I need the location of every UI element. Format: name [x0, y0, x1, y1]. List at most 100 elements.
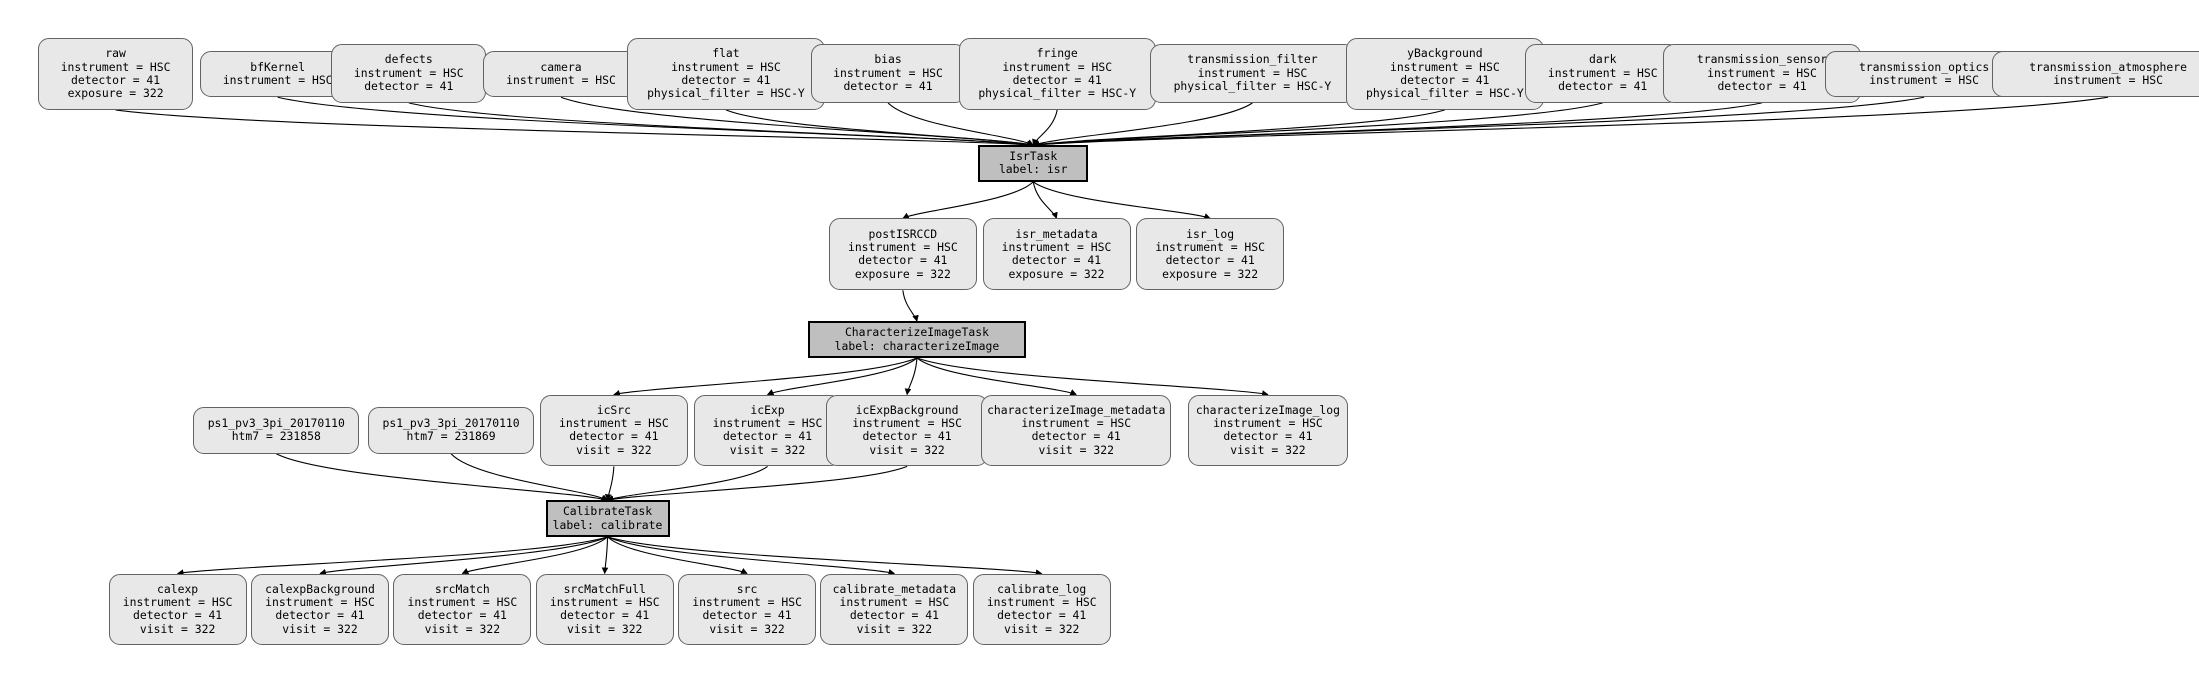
node-attribute: visit = 322 [856, 621, 933, 636]
node-title: CalibrateTask [562, 504, 653, 519]
node-title: ps1_pv3_3pi_20170110 [382, 416, 520, 431]
graph-edge-CharacterizeImageTask-to-icSrc [612, 358, 917, 398]
node-attribute: exposure = 322 [67, 86, 164, 101]
node-attribute: instrument = HSC [559, 416, 669, 431]
graph-edge-CharacterizeImageTask-to-icExpBackground [903, 358, 917, 396]
graph-edge-CalibrateTask-to-calexpBackground [319, 537, 608, 577]
node-attribute: detector = 41 [1558, 78, 1648, 93]
node-attribute: instrument = HSC [1002, 59, 1113, 74]
node-attribute: detector = 41 [364, 78, 454, 93]
node-attribute: instrument = HSC [353, 65, 464, 80]
node-attribute: instrument = HSC [122, 595, 233, 610]
node-attribute: exposure = 322 [854, 266, 951, 281]
node-attribute: instrument = HSC [986, 595, 1097, 610]
node-attribute: instrument = HSC [1707, 65, 1817, 80]
node-attribute: exposure = 322 [1162, 266, 1259, 281]
node-title: ps1_pv3_3pi_20170110 [207, 416, 345, 431]
node-attribute: instrument = HSC [839, 595, 950, 610]
graph-edge-CharacterizeImageTask-to-icExp [766, 358, 917, 396]
node-attribute: label: characterizeImage [834, 338, 1000, 353]
node-attribute: instrument = HSC [1155, 239, 1265, 254]
node-title: postISRCCD [868, 226, 938, 241]
node-attribute: detector = 41 [560, 608, 650, 623]
graph-edge-raw-to-IsrTask [116, 110, 1035, 150]
node-title: IsrTask [1009, 149, 1058, 164]
node-attribute: instrument = HSC [671, 59, 781, 74]
node-title: flat [712, 46, 740, 61]
node-attribute: htm7 = 231869 [406, 429, 496, 444]
node-attribute: detector = 41 [997, 608, 1087, 623]
node-title: isr_metadata [1015, 226, 1098, 241]
node-attribute: instrument = HSC [506, 72, 616, 87]
node-attribute: instrument = HSC [852, 416, 962, 431]
node-attribute: detector = 41 [1223, 429, 1313, 444]
node-attribute: detector = 41 [843, 78, 933, 93]
node-attribute: detector = 41 [1011, 253, 1102, 268]
node-attribute: instrument = HSC [1021, 416, 1132, 431]
graph-edge-CharacterizeImageTask-to-characterizeImage_metadata [917, 358, 1078, 396]
node-attribute: visit = 322 [1230, 442, 1306, 457]
node-attribute: visit = 322 [1038, 442, 1114, 457]
graph-edge-CalibrateTask-to-srcMatch [461, 537, 607, 575]
graph-edge-IsrTask-to-postISRCCD [902, 182, 1033, 219]
node-attribute: detector = 41 [722, 429, 813, 444]
node-attribute: instrument = HSC [1389, 59, 1500, 74]
node-attribute: detector = 41 [862, 429, 952, 444]
node-attribute: instrument = HSC [1197, 65, 1308, 80]
node-title: dark [1589, 52, 1617, 67]
node-attribute: detector = 41 [1400, 72, 1490, 87]
node-attribute: instrument = HSC [407, 595, 518, 610]
node-attribute: instrument = HSC [549, 595, 660, 610]
node-attribute: detector = 41 [1717, 78, 1807, 93]
node-title: fringe [1036, 46, 1078, 61]
node-attribute: instrument = HSC [222, 72, 333, 87]
node-attribute: visit = 322 [282, 621, 358, 636]
node-attribute: detector = 41 [858, 253, 948, 268]
node-attribute: visit = 322 [139, 621, 216, 636]
node-attribute: visit = 322 [424, 621, 501, 636]
node-title: yBackground [1407, 46, 1483, 61]
node-attribute: exposure = 322 [1008, 266, 1105, 281]
node-attribute: visit = 322 [729, 442, 806, 457]
node-title: defects [384, 52, 433, 67]
graph-edge-postISRCCD-to-CharacterizeImageTask [903, 290, 920, 323]
node-attribute: detector = 41 [1165, 253, 1255, 268]
node-attribute: instrument = HSC [1547, 65, 1658, 80]
node-attribute: instrument = HSC [2053, 72, 2163, 87]
node-attribute: instrument = HSC [1213, 416, 1323, 431]
node-attribute: physical_filter = HSC-Y [978, 86, 1137, 101]
